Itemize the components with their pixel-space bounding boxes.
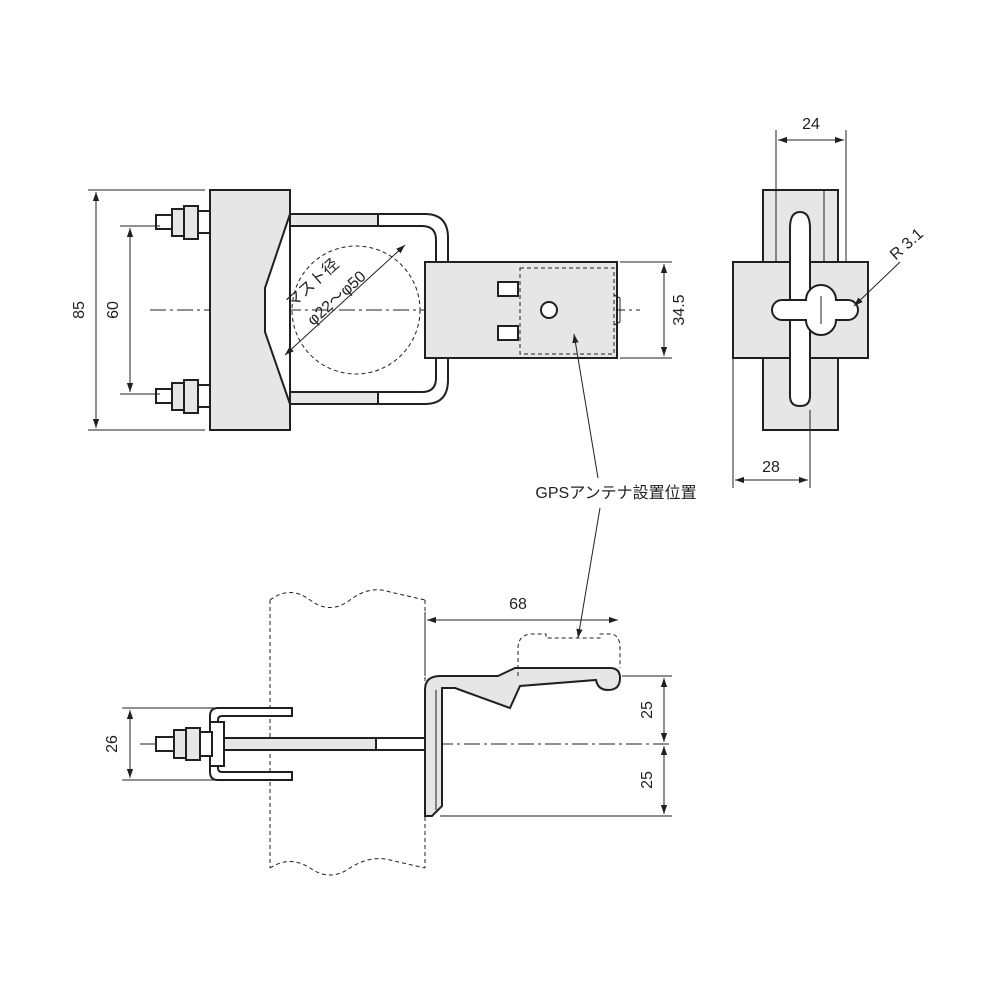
dim-25-lower-label: 25 (639, 771, 656, 789)
dim-68-label: 68 (509, 596, 527, 613)
top-nut-1 (173, 729, 187, 759)
gps-antenna-outline (517, 633, 621, 676)
top-nut-2 (185, 727, 201, 761)
u-bolt-bottom (289, 357, 449, 405)
antenna-bracket (424, 261, 618, 359)
u-bolt-top (289, 213, 449, 263)
radius-label: R 3.1 (887, 225, 927, 263)
dim-25-upper-label: 25 (639, 701, 656, 719)
u-bolt-thread-bottom (289, 391, 379, 405)
mount-hole (540, 301, 558, 319)
top-u-clamp (209, 707, 293, 781)
dim-28-label: 28 (762, 459, 780, 476)
mast-bottom-break (269, 858, 426, 876)
top-view: 68 26 25 25 (104, 589, 672, 876)
radius-leader (853, 261, 901, 307)
u-bolt-thread-top (289, 213, 379, 227)
slot-top (497, 281, 519, 297)
dim-26-label: 26 (104, 735, 121, 753)
mast-dimension-arrow (284, 244, 406, 356)
top-washer (199, 731, 213, 757)
mast-top-break (269, 589, 426, 608)
side-view: 24 28 R 3.1 (732, 116, 927, 488)
dim-34-5-label: 34.5 (671, 294, 688, 325)
top-bolt-end (155, 736, 175, 752)
nut-bottom (155, 379, 211, 414)
gps-leader-upper (572, 333, 599, 479)
dim-85-label: 85 (71, 301, 88, 319)
nut-top (155, 205, 211, 240)
keyhole-slot (771, 284, 859, 336)
slot-bottom (497, 325, 519, 341)
front-view: 85 60 34.5 マスト径 φ22～φ50 (71, 189, 688, 431)
dim-24-label: 24 (802, 116, 820, 133)
top-bracket-profile (424, 667, 622, 817)
gps-mount-area (519, 267, 615, 355)
gps-callout: GPSアンテナ設置位置 (535, 333, 697, 639)
gps-leader-lower (576, 507, 601, 639)
gps-label: GPSアンテナ設置位置 (535, 484, 696, 502)
dim-60-label: 60 (105, 301, 122, 319)
